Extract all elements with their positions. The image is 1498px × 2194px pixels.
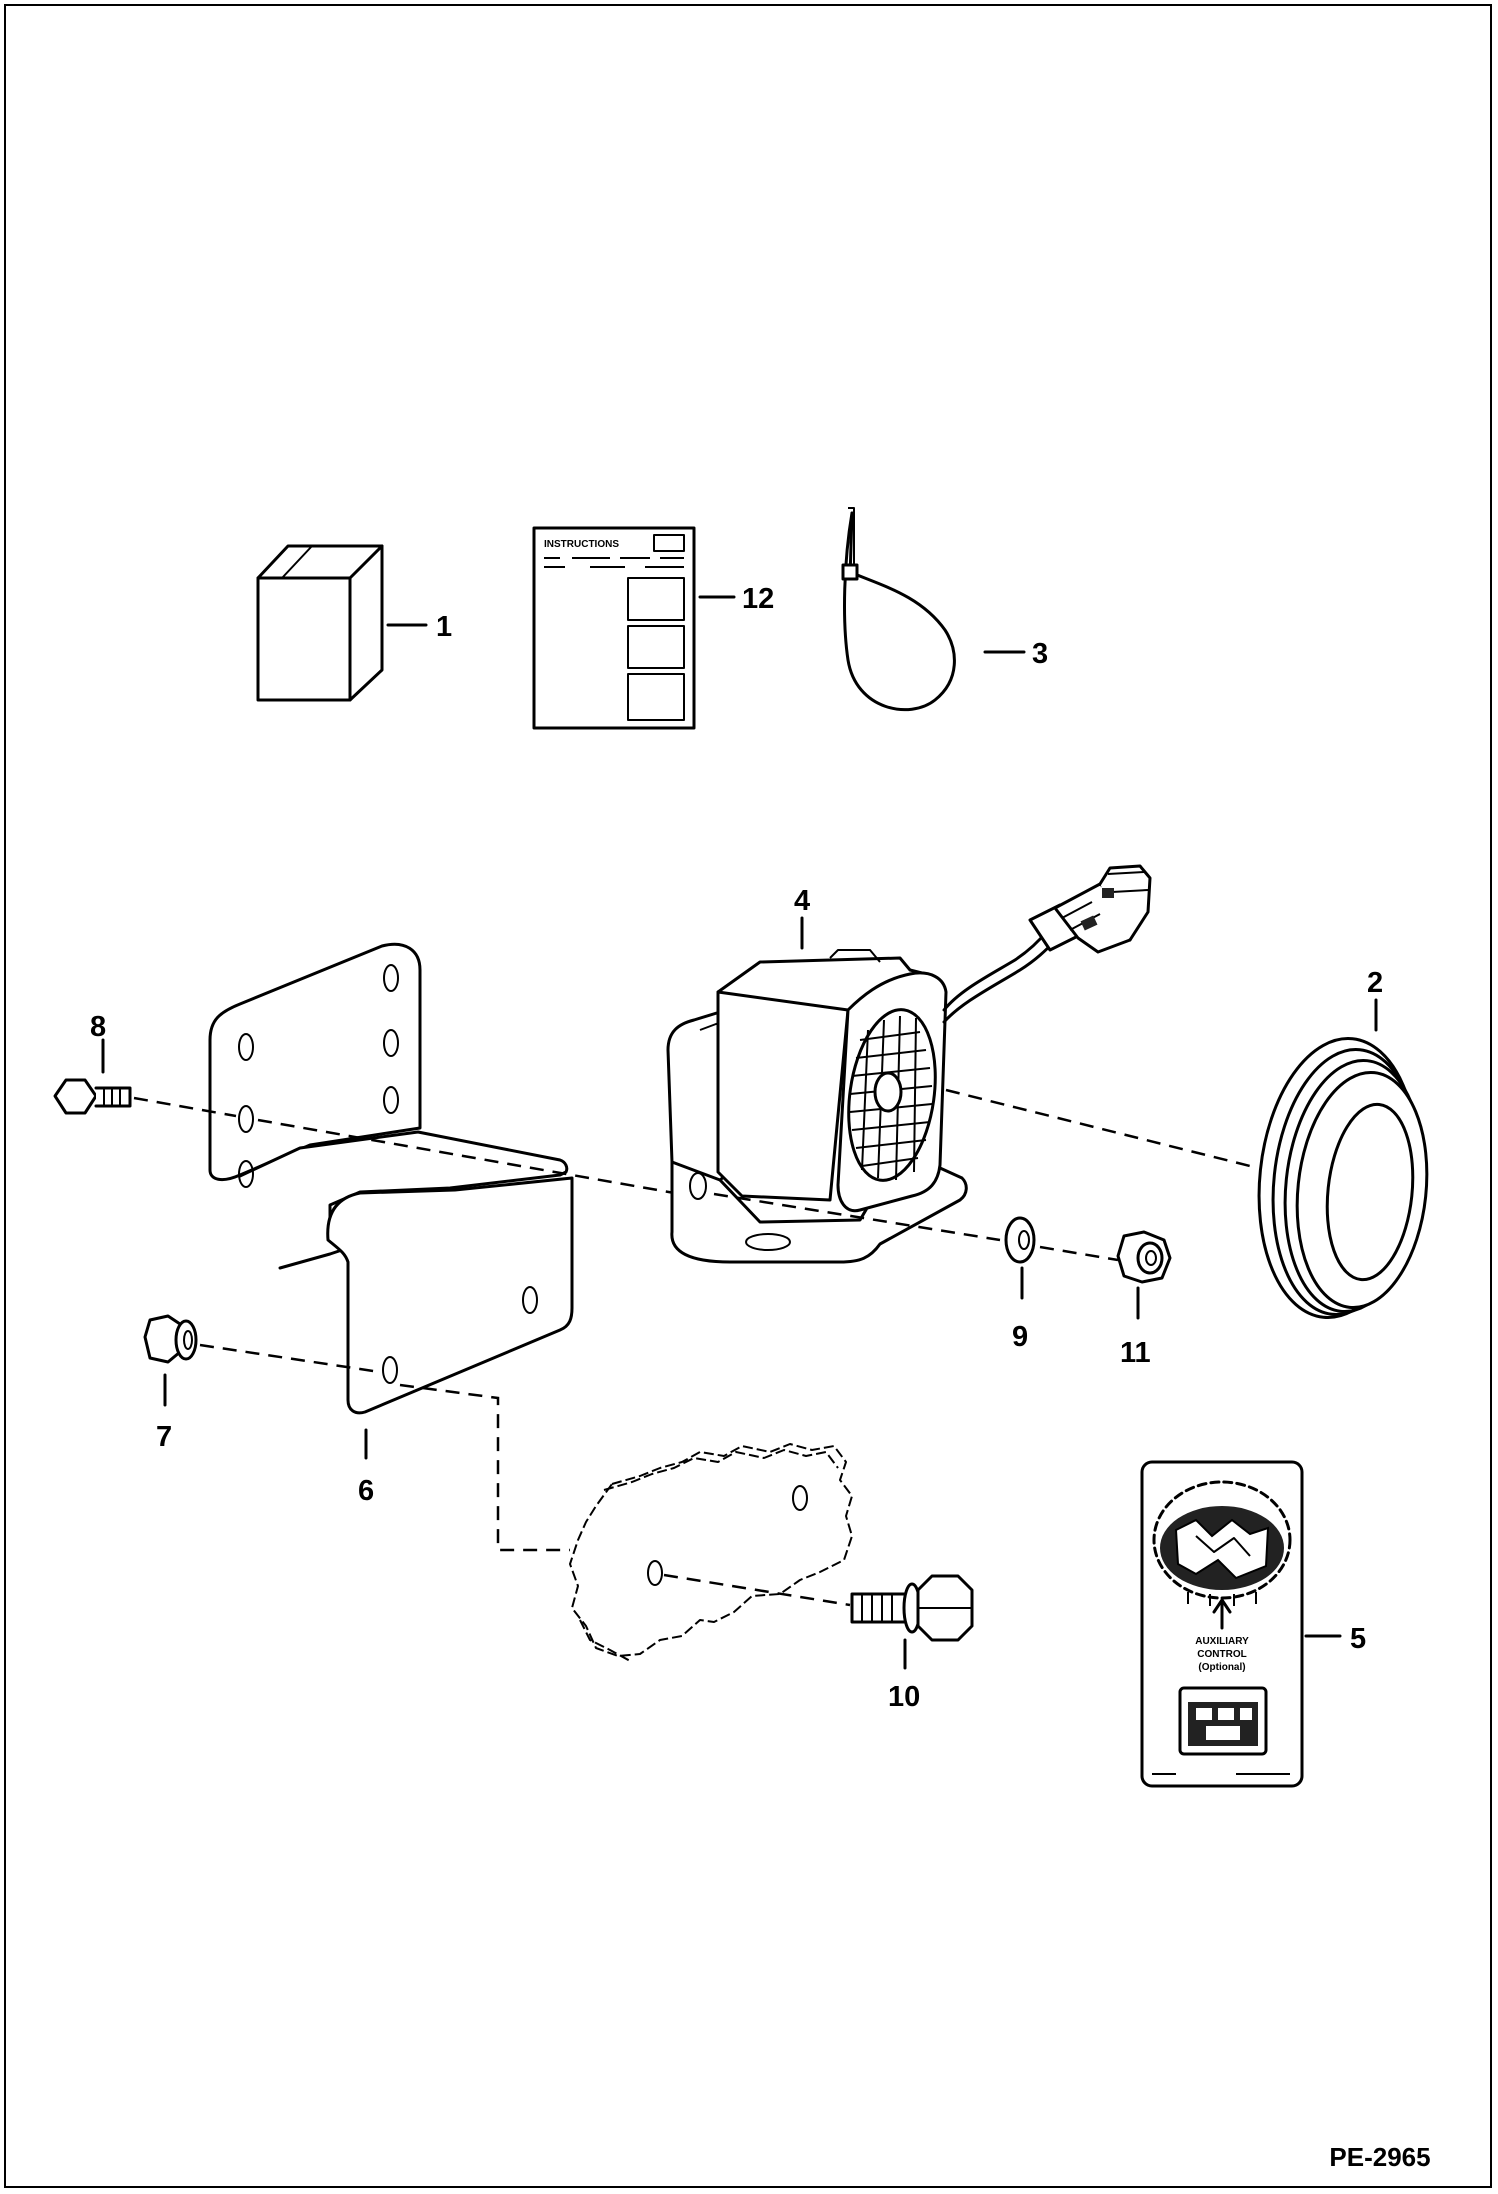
callout-8: 8 [90, 1011, 106, 1043]
machine-panel-phantom [569, 1443, 853, 1663]
callout-10: 10 [888, 1681, 920, 1713]
part-3-cable-tie [841, 507, 956, 712]
drawing-border [4, 4, 1492, 2188]
assembly-path-8b [257, 1118, 687, 1197]
part-9-washer [1004, 1216, 1036, 1264]
decal-line-2: CONTROL [1197, 1649, 1246, 1660]
callout-3: 3 [1032, 638, 1048, 670]
decal-line-3: (Optional) [1198, 1662, 1245, 1673]
callout-7: 7 [156, 1421, 172, 1453]
assembly-path-11 [1039, 1245, 1119, 1262]
decal-line-1: AUXILIARY [1195, 1636, 1249, 1647]
assembly-path-7 [199, 1343, 381, 1374]
part-12-instructions: INSTRUCTIONS [532, 526, 696, 730]
assembly-path-10 [663, 1573, 851, 1607]
callout-2: 2 [1367, 967, 1383, 999]
callout-5: 5 [1350, 1623, 1366, 1655]
part-1-package [256, 544, 384, 702]
callout-11: 11 [1120, 1337, 1151, 1369]
part-2-grommet [1257, 1037, 1429, 1319]
callout-6: 6 [358, 1475, 374, 1507]
assembly-path-8 [133, 1096, 237, 1118]
callout-4: 4 [794, 885, 810, 917]
assembly-path-7b [399, 1383, 570, 1552]
callout-12: 12 [742, 583, 774, 615]
callout-1: 1 [436, 611, 452, 643]
part-7-flange-nut [143, 1314, 198, 1364]
callout-9: 9 [1012, 1321, 1028, 1353]
instructions-heading: INSTRUCTIONS [544, 539, 619, 550]
part-11-nut [1116, 1230, 1172, 1284]
assembly-path-9 [713, 1192, 1001, 1242]
figure-id: PE-2965 [1329, 2142, 1430, 2172]
assembly-path-2 [945, 1088, 1259, 1170]
part-6-bracket [208, 942, 574, 1415]
part-4-backup-alarm [666, 864, 1152, 1264]
part-8-bolt [53, 1078, 132, 1115]
part-10-bolt [850, 1574, 974, 1642]
part-5-decal: AUXILIARY CONTROL (Optional) [1140, 1460, 1304, 1788]
